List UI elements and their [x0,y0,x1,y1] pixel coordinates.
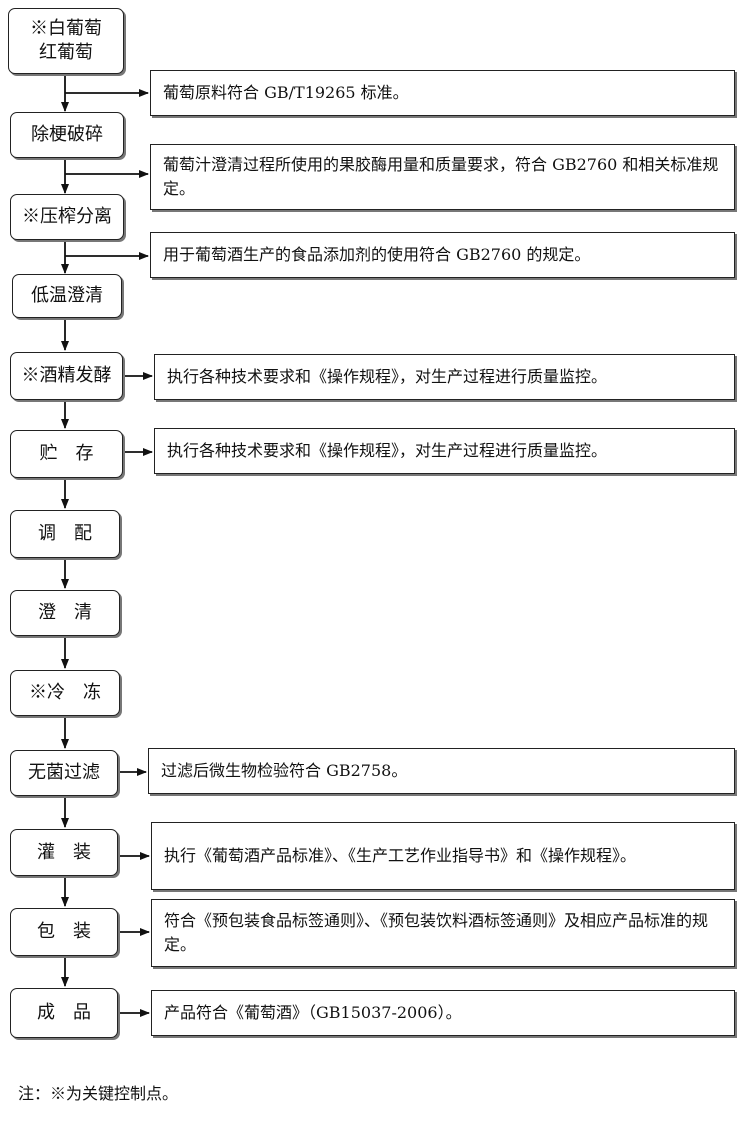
step-packaging: 包 装 [10,908,118,956]
note-storage-control: 执行各种技术要求和《操作规程》，对生产过程进行质量监控。 [154,428,735,474]
step-clarification: 澄 清 [10,590,120,636]
note-labeling-text: 符合《预包装食品标签通则》、《预包装饮料酒标签通则》及相应产品标准的规定。 [164,911,709,954]
note-raw-material-text: 葡萄原料符合 GB/T19265 标准。 [163,83,409,102]
note-pectinase-text: 葡萄汁澄清过程所使用的果胶酶用量和质量要求，符合 GB2760 和相关标准规定。 [163,155,719,198]
note-filling-standard: 执行《葡萄酒产品标准》、《生产工艺作业指导书》和《操作规程》。 [151,822,735,890]
step-low-temp-clarify: 低温澄清 [12,274,122,318]
step-blending: 调 配 [10,510,120,558]
step-storage: 贮 存 [10,430,123,478]
step-white-red-grape: ※白葡萄 红葡萄 [8,8,124,74]
note-additives-text: 用于葡萄酒生产的食品添加剂的使用符合 GB2760 的规定。 [163,245,591,264]
note-pectinase: 葡萄汁澄清过程所使用的果胶酶用量和质量要求，符合 GB2760 和相关标准规定。 [150,144,735,210]
note-raw-material: 葡萄原料符合 GB/T19265 标准。 [150,70,735,116]
step-freezing: ※冷 冻 [10,670,120,716]
note-additives: 用于葡萄酒生产的食品添加剂的使用符合 GB2760 的规定。 [150,232,735,278]
note-microbe-test: 过滤后微生物检验符合 GB2758。 [148,748,735,794]
note-fermentation-control: 执行各种技术要求和《操作规程》，对生产过程进行质量监控。 [154,354,735,400]
step-alcohol-fermentation: ※酒精发酵 [10,352,123,400]
step-finished-product: 成 品 [10,988,118,1038]
note-product-standard: 产品符合《葡萄酒》（GB15037-2006）。 [151,990,735,1036]
step-press-separate: ※压榨分离 [10,194,124,240]
footnote: 注：※为关键控制点。 [18,1084,179,1103]
note-microbe-test-text: 过滤后微生物检验符合 GB2758。 [161,761,408,780]
note-filling-standard-text: 执行《葡萄酒产品标准》、《生产工艺作业指导书》和《操作规程》。 [164,846,637,865]
note-storage-control-text: 执行各种技术要求和《操作规程》，对生产过程进行质量监控。 [167,441,608,460]
note-labeling: 符合《预包装食品标签通则》、《预包装饮料酒标签通则》及相应产品标准的规定。 [151,899,735,967]
step-filling: 灌 装 [10,829,118,876]
note-fermentation-control-text: 执行各种技术要求和《操作规程》，对生产过程进行质量监控。 [167,367,608,386]
step-destem-crush: 除梗破碎 [10,112,124,158]
note-product-standard-text: 产品符合《葡萄酒》（GB15037-2006）。 [164,1003,462,1022]
step-sterile-filtration: 无菌过滤 [10,750,118,796]
